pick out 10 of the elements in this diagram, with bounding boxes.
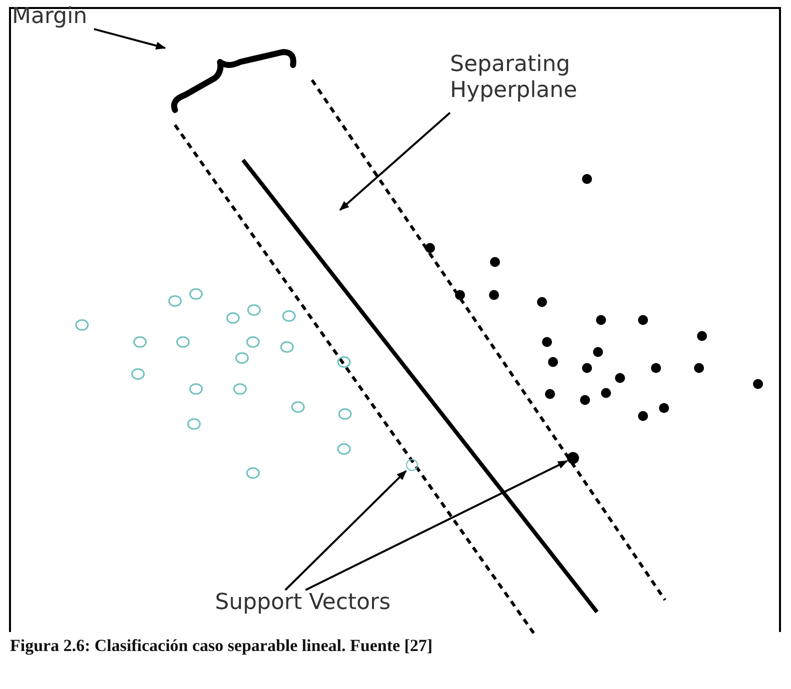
annotation-label: Support Vectors [215,590,392,616]
annotation-label: Margin [12,4,88,30]
filled-support-vector-point [567,452,579,464]
arrow [284,470,407,591]
arrow [94,28,166,50]
open-support-vector-point [406,459,418,471]
annotation-label: Separating Hyperplane [450,52,578,105]
arrow [339,112,451,211]
arrow [305,460,568,591]
figure-caption: Figura 2.6: Clasificación caso separable lineal. Fuente [27] [10,636,433,656]
